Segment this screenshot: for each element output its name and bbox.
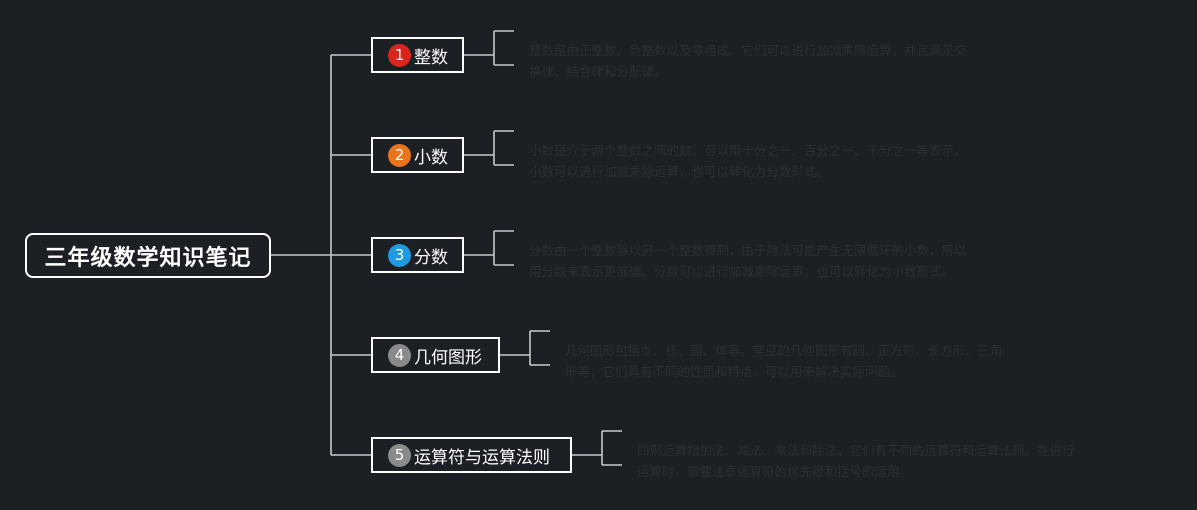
topic-label: 分数 [414, 247, 448, 268]
number-4-icon: 4 [388, 343, 411, 367]
description-line: 几何图形包括点、线、面、体等。常见的几何图形有圆、正方形、长方形、三角 [565, 343, 1003, 358]
topic-label: 整数 [414, 47, 448, 68]
topic-description-operations: 四则运算指加法、减法、乘法和除法，它们有不同的运算符和运算法则。在进行 运算时，… [637, 440, 1075, 482]
number-3-icon: 3 [388, 243, 411, 267]
topic-node-decimal[interactable]: 2 小数 [371, 137, 464, 173]
topic-label: 运算符与运算法则 [414, 447, 550, 468]
description-line: 小数可以进行加减乘除运算，也可以转化为分数形式。 [529, 164, 830, 179]
description-line: 四则运算指加法、减法、乘法和除法，它们有不同的运算符和运算法则。在进行 [637, 443, 1075, 458]
number-2-icon: 2 [388, 143, 411, 167]
topic-node-geometry[interactable]: 4 几何图形 [371, 337, 500, 373]
topic-description-geometry: 几何图形包括点、线、面、体等。常见的几何图形有圆、正方形、长方形、三角 形等，它… [565, 340, 1003, 382]
topic-node-operations[interactable]: 5 运算符与运算法则 [371, 437, 572, 473]
topic-node-fraction[interactable]: 3 分数 [371, 237, 464, 273]
description-line: 整数是由正整数、负整数以及零组成。它们可以进行加减乘除运算，并且满足交 [529, 43, 967, 58]
topic-label: 几何图形 [414, 347, 482, 368]
root-node[interactable]: 三年级数学知识笔记 [25, 233, 271, 278]
description-line: 运算时，需要注意运算符的优先级和括号的运用。 [637, 464, 913, 479]
description-line: 用分数来表示更准确。分数可以进行加减乘除运算，也可以转化为小数形式。 [529, 264, 955, 279]
description-line: 小数是介于两个整数之间的数。可以用十分之一、百分之一、千分之一等表示。 [529, 143, 967, 158]
number-5-icon: 5 [388, 443, 411, 467]
description-line: 形等，它们具有不同的性质和特点，可以用来解决实际问题。 [565, 364, 903, 379]
description-line: 换律、结合律和分配律。 [529, 64, 667, 79]
number-1-icon: 1 [388, 43, 411, 67]
topic-description-decimal: 小数是介于两个整数之间的数。可以用十分之一、百分之一、千分之一等表示。 小数可以… [529, 140, 967, 182]
topic-node-integer[interactable]: 1 整数 [371, 37, 464, 73]
topic-description-integer: 整数是由正整数、负整数以及零组成。它们可以进行加减乘除运算，并且满足交 换律、结… [529, 40, 967, 82]
topic-label: 小数 [414, 147, 448, 168]
topic-description-fraction: 分数由一个整数除以另一个整数得到，由于除法可能产生无限循环的小数，所以 用分数来… [529, 240, 967, 282]
description-line: 分数由一个整数除以另一个整数得到，由于除法可能产生无限循环的小数，所以 [529, 243, 967, 258]
root-node-label: 三年级数学知识笔记 [44, 245, 252, 271]
